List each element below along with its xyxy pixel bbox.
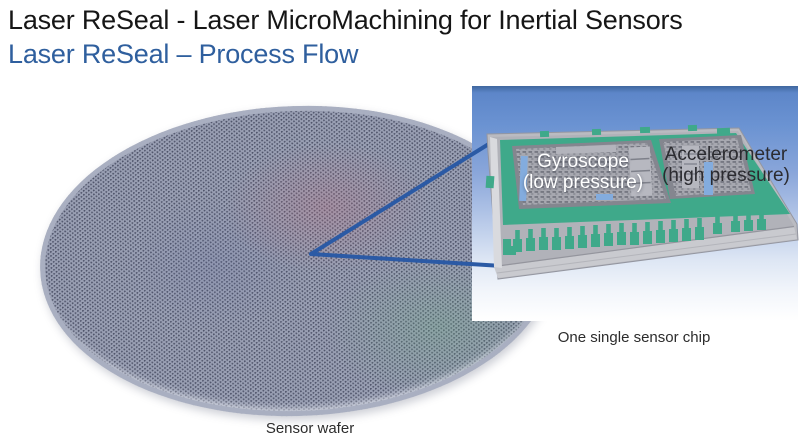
gyroscope-label-line1: Gyroscope xyxy=(537,151,629,172)
chip-caption: One single sensor chip xyxy=(557,329,711,346)
accelerometer-label: Accelerometer (high pressure) xyxy=(648,144,800,186)
slide-subtitle: Laser ReSeal – Process Flow xyxy=(8,39,359,69)
chip-bond-pads xyxy=(503,212,766,255)
callout-lines xyxy=(309,140,504,268)
accelerometer-label-line1: Accelerometer xyxy=(664,144,788,165)
gyroscope-label-line2: (low pressure) xyxy=(522,172,644,193)
sensor-chip-illustration xyxy=(485,124,799,280)
slide-title: Laser ReSeal - Laser MicroMachining for … xyxy=(8,5,683,35)
wafer-caption: Sensor wafer xyxy=(265,420,355,437)
chip-edge-tabs xyxy=(485,124,731,189)
gyroscope-label: Gyroscope (low pressure) xyxy=(498,151,668,193)
accelerometer-label-line2: (high pressure) xyxy=(662,165,790,186)
